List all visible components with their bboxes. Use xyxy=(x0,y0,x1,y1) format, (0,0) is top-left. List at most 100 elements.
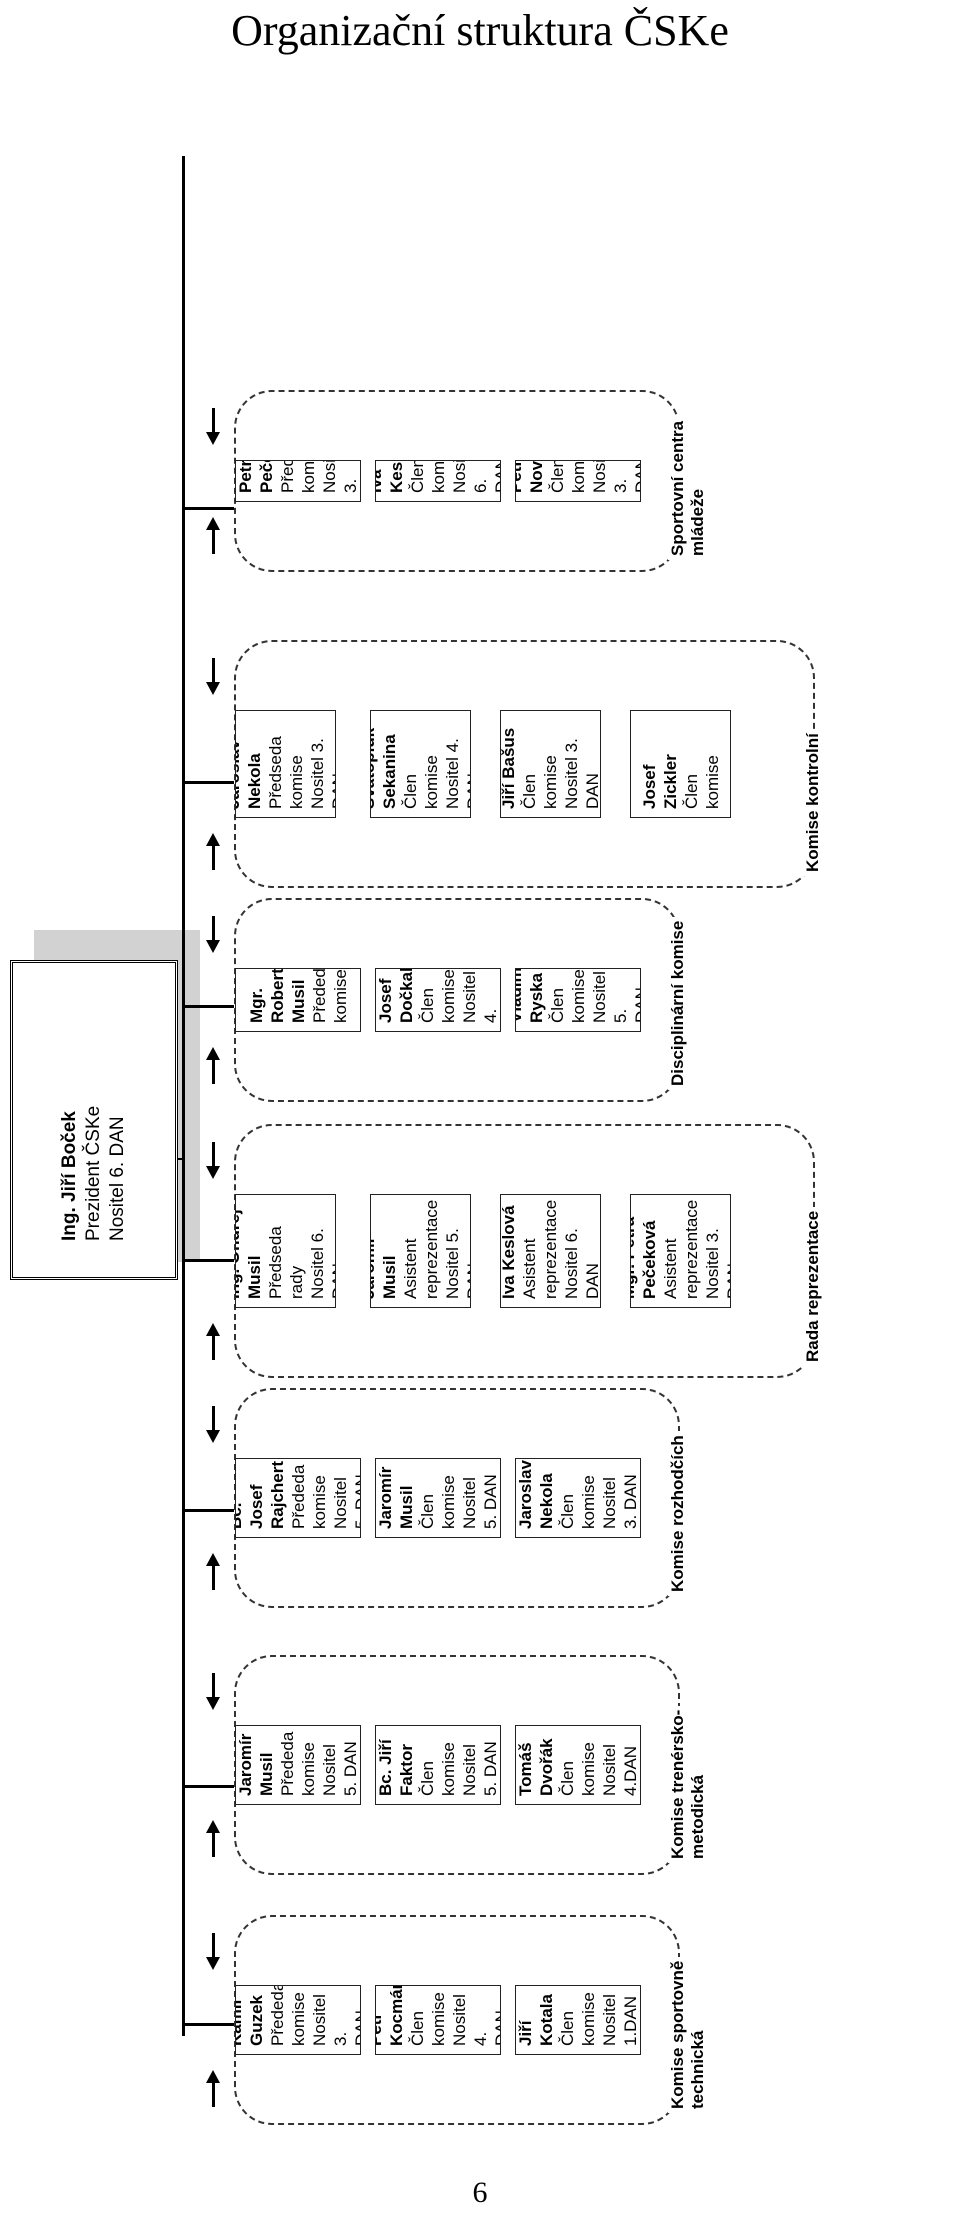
arrow-shaft-left xyxy=(212,2081,215,2107)
member-name: Tomáš Dvořák xyxy=(516,1738,556,1796)
member-detail: Nositel 3. DAN xyxy=(600,1474,640,1529)
member-detail: Asistent xyxy=(660,1238,680,1299)
arrow-shaft-left xyxy=(212,528,215,554)
arrow-right-icon xyxy=(206,1553,220,1566)
member-detail: Asistent xyxy=(400,1238,420,1299)
arrow-left-icon xyxy=(206,682,220,695)
member-name: Vladimír Ryska xyxy=(515,968,546,1023)
member-name: Petr Kocmánek xyxy=(375,1985,406,2046)
arrow-shaft-left xyxy=(212,1831,215,1857)
group-label: Rada reprezentace xyxy=(803,1206,823,1366)
branch-line xyxy=(182,507,234,510)
member-detail: reprezentace xyxy=(421,1199,441,1299)
member-detail: Nositel 5. DAN xyxy=(460,1474,500,1529)
member-detail: Nositel 4.DAN xyxy=(600,1744,640,1796)
member-name: Jiří Kotala xyxy=(516,1994,556,2046)
group-label-line: Komise kontrolní xyxy=(803,733,822,872)
arrow-shaft-left xyxy=(212,844,215,870)
group-label-line: Komise sportovně xyxy=(668,1960,687,2109)
branch-line xyxy=(182,1509,234,1512)
member-detail: Nositel 5. DAN xyxy=(442,1228,472,1299)
group-label: Komise rozhodčích xyxy=(668,1431,688,1596)
trunk-line xyxy=(182,156,185,2036)
group-label-line: Komise trenérsko- xyxy=(668,1709,687,1859)
arrow-shaft-left xyxy=(212,1058,215,1084)
arrow-shaft-right xyxy=(212,916,215,942)
arrow-left-icon xyxy=(206,1697,220,1710)
arrow-left-icon xyxy=(206,1430,220,1443)
member-name: Jiří Bašus xyxy=(500,727,518,809)
member-detail: Člen komise xyxy=(407,1992,448,2046)
member-name: Svatopluk xyxy=(370,727,378,809)
member-name: Jaromír Musil xyxy=(236,1733,276,1796)
page-number: 6 xyxy=(472,2176,488,2209)
member-name: Petra Nová xyxy=(515,460,546,493)
arrow-shaft-right xyxy=(212,408,215,434)
member-detail: Nositel 3. DAN xyxy=(702,1228,732,1299)
member-detail: Člen komise xyxy=(547,460,588,493)
member-name: Jaroslav Nekola xyxy=(235,740,264,809)
member-name: Bc. Jiří Faktor xyxy=(376,1739,416,1796)
member-detail: Nositel 5. DAN xyxy=(589,971,642,1023)
member-detail: Člen komise xyxy=(558,1742,598,1796)
president-role: Prezident ČSKe xyxy=(83,1105,104,1241)
arrow-shaft-left xyxy=(212,1564,215,1590)
member-detail: Přededa komise xyxy=(309,968,350,1023)
member-detail: Nositel 6. DAN xyxy=(307,1228,337,1299)
member-detail: Předseda komise xyxy=(265,736,306,809)
member-name: Jaromír Musil xyxy=(370,1236,399,1299)
branch-line xyxy=(182,2023,234,2026)
member-name: Mgr. Petra xyxy=(236,460,255,493)
member-name: Jaromír Musil xyxy=(376,1466,416,1529)
arrow-shaft-right xyxy=(212,1933,215,1959)
member-detail: Přededa komise xyxy=(267,1985,308,2046)
member-name: Iva Keslová xyxy=(375,460,406,493)
member-name: Jaroslav Nekola xyxy=(516,1460,556,1529)
arrow-right-icon xyxy=(206,517,220,530)
member-detail: Člen komise xyxy=(407,460,448,493)
group-label: Komise trenérsko-metodická xyxy=(668,1705,708,1863)
branch-line xyxy=(182,781,234,784)
member-detail: Předseda komise xyxy=(278,460,318,493)
member-detail: Člen komise xyxy=(418,1742,458,1796)
member-detail: Člen komise xyxy=(547,969,588,1023)
member-name: Mgr. Robert Musil xyxy=(246,968,308,1023)
member-detail: Nositel 5. DAN xyxy=(330,1474,362,1529)
member-detail: Člen komise xyxy=(681,755,722,809)
member-detail: Nositel 3. DAN xyxy=(309,1994,362,2046)
group-label-line: metodická xyxy=(688,1774,707,1859)
branch-line xyxy=(182,1785,234,1788)
group-label: Disciplinární komise xyxy=(668,916,688,1090)
member-detail: Přededa komise xyxy=(278,1731,318,1796)
group-label: Komise kontrolní xyxy=(803,729,823,876)
member-detail: Člen komise xyxy=(558,1992,598,2046)
arrow-left-icon xyxy=(206,432,220,445)
arrow-left-icon xyxy=(206,1957,220,1970)
arrow-shaft-right xyxy=(212,1142,215,1168)
member-card: Mgr. PetraPečekováPředseda komiseNositel… xyxy=(235,460,361,502)
member-name: Pečeková xyxy=(256,460,277,493)
arrow-shaft-left xyxy=(212,1334,215,1360)
member-name: Mgr. Petra xyxy=(630,1216,638,1299)
member-detail: Nositel 5. DAN xyxy=(320,1741,360,1796)
member-name: Kamil Guzek xyxy=(235,1994,266,2046)
member-detail: Člen komise xyxy=(400,755,441,809)
member-detail: reprezentace xyxy=(681,1199,701,1299)
member-detail: Nositel 3. DAN xyxy=(320,460,360,493)
